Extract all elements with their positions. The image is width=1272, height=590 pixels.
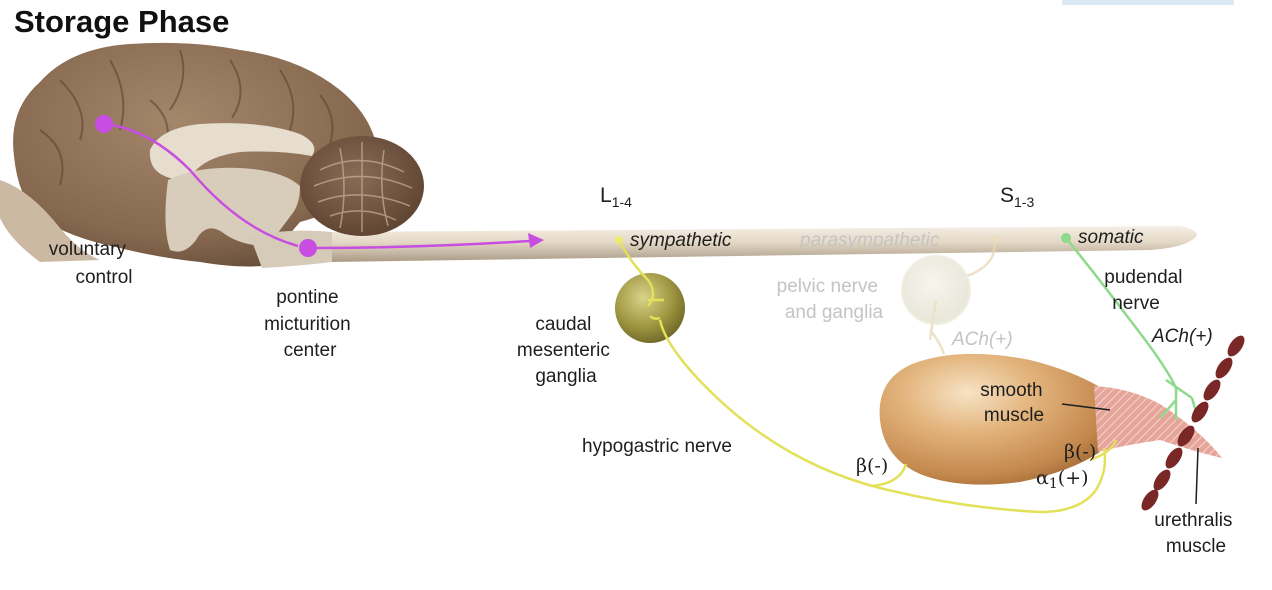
pontine-center-label: pontine micturition center — [264, 287, 356, 361]
hypogastric-nerve-label: hypogastric nerve — [582, 436, 732, 457]
pelvic-ach-label: ACh(+) — [951, 329, 1013, 350]
caudal-ganglia-label: caudal mesenteric ganglia — [517, 314, 615, 387]
diagram-title: Storage Phase — [14, 4, 229, 39]
beta-left-label: β(-) — [856, 455, 888, 477]
somatic-label: somatic — [1078, 227, 1144, 248]
urethralis-muscle-label: urethralis muscle — [1154, 510, 1237, 557]
corner-tab — [1062, 0, 1234, 5]
parasympathetic-label: parasympathetic — [799, 230, 940, 251]
sympathetic-pathway — [615, 236, 1118, 514]
spinal-cord — [330, 226, 1197, 262]
smooth-muscle-label: smooth muscle — [980, 380, 1048, 426]
cortex-node — [95, 115, 113, 133]
somatic-pathway — [1061, 233, 1198, 420]
beta-right-label: β(-) — [1064, 441, 1096, 463]
alpha-label: α1(+) — [1036, 467, 1089, 492]
pelvic-ganglion — [901, 255, 971, 325]
brain — [0, 42, 424, 268]
urethralis-muscle — [1141, 335, 1245, 511]
pelvic-nerve-label: pelvic nerve and ganglia — [777, 276, 884, 323]
sacral-level-label: S1-3 — [1000, 184, 1034, 210]
voluntary-pathway — [95, 115, 544, 257]
lumbar-level-label: L1-4 — [600, 184, 632, 210]
sympathetic-label: sympathetic — [630, 230, 732, 251]
caudal-ganglion — [615, 273, 685, 343]
parasympathetic-pathway — [901, 235, 998, 355]
pontine-node — [299, 239, 317, 257]
sympathetic-node — [615, 236, 623, 244]
voluntary-arrowhead — [528, 233, 544, 248]
voluntary-control-label: voluntary control — [49, 239, 133, 288]
pudendal-ach-label: ACh(+) — [1151, 326, 1213, 347]
bladder — [879, 353, 1100, 485]
somatic-node — [1061, 233, 1071, 243]
pudendal-nerve-label: pudendal nerve — [1104, 267, 1187, 314]
